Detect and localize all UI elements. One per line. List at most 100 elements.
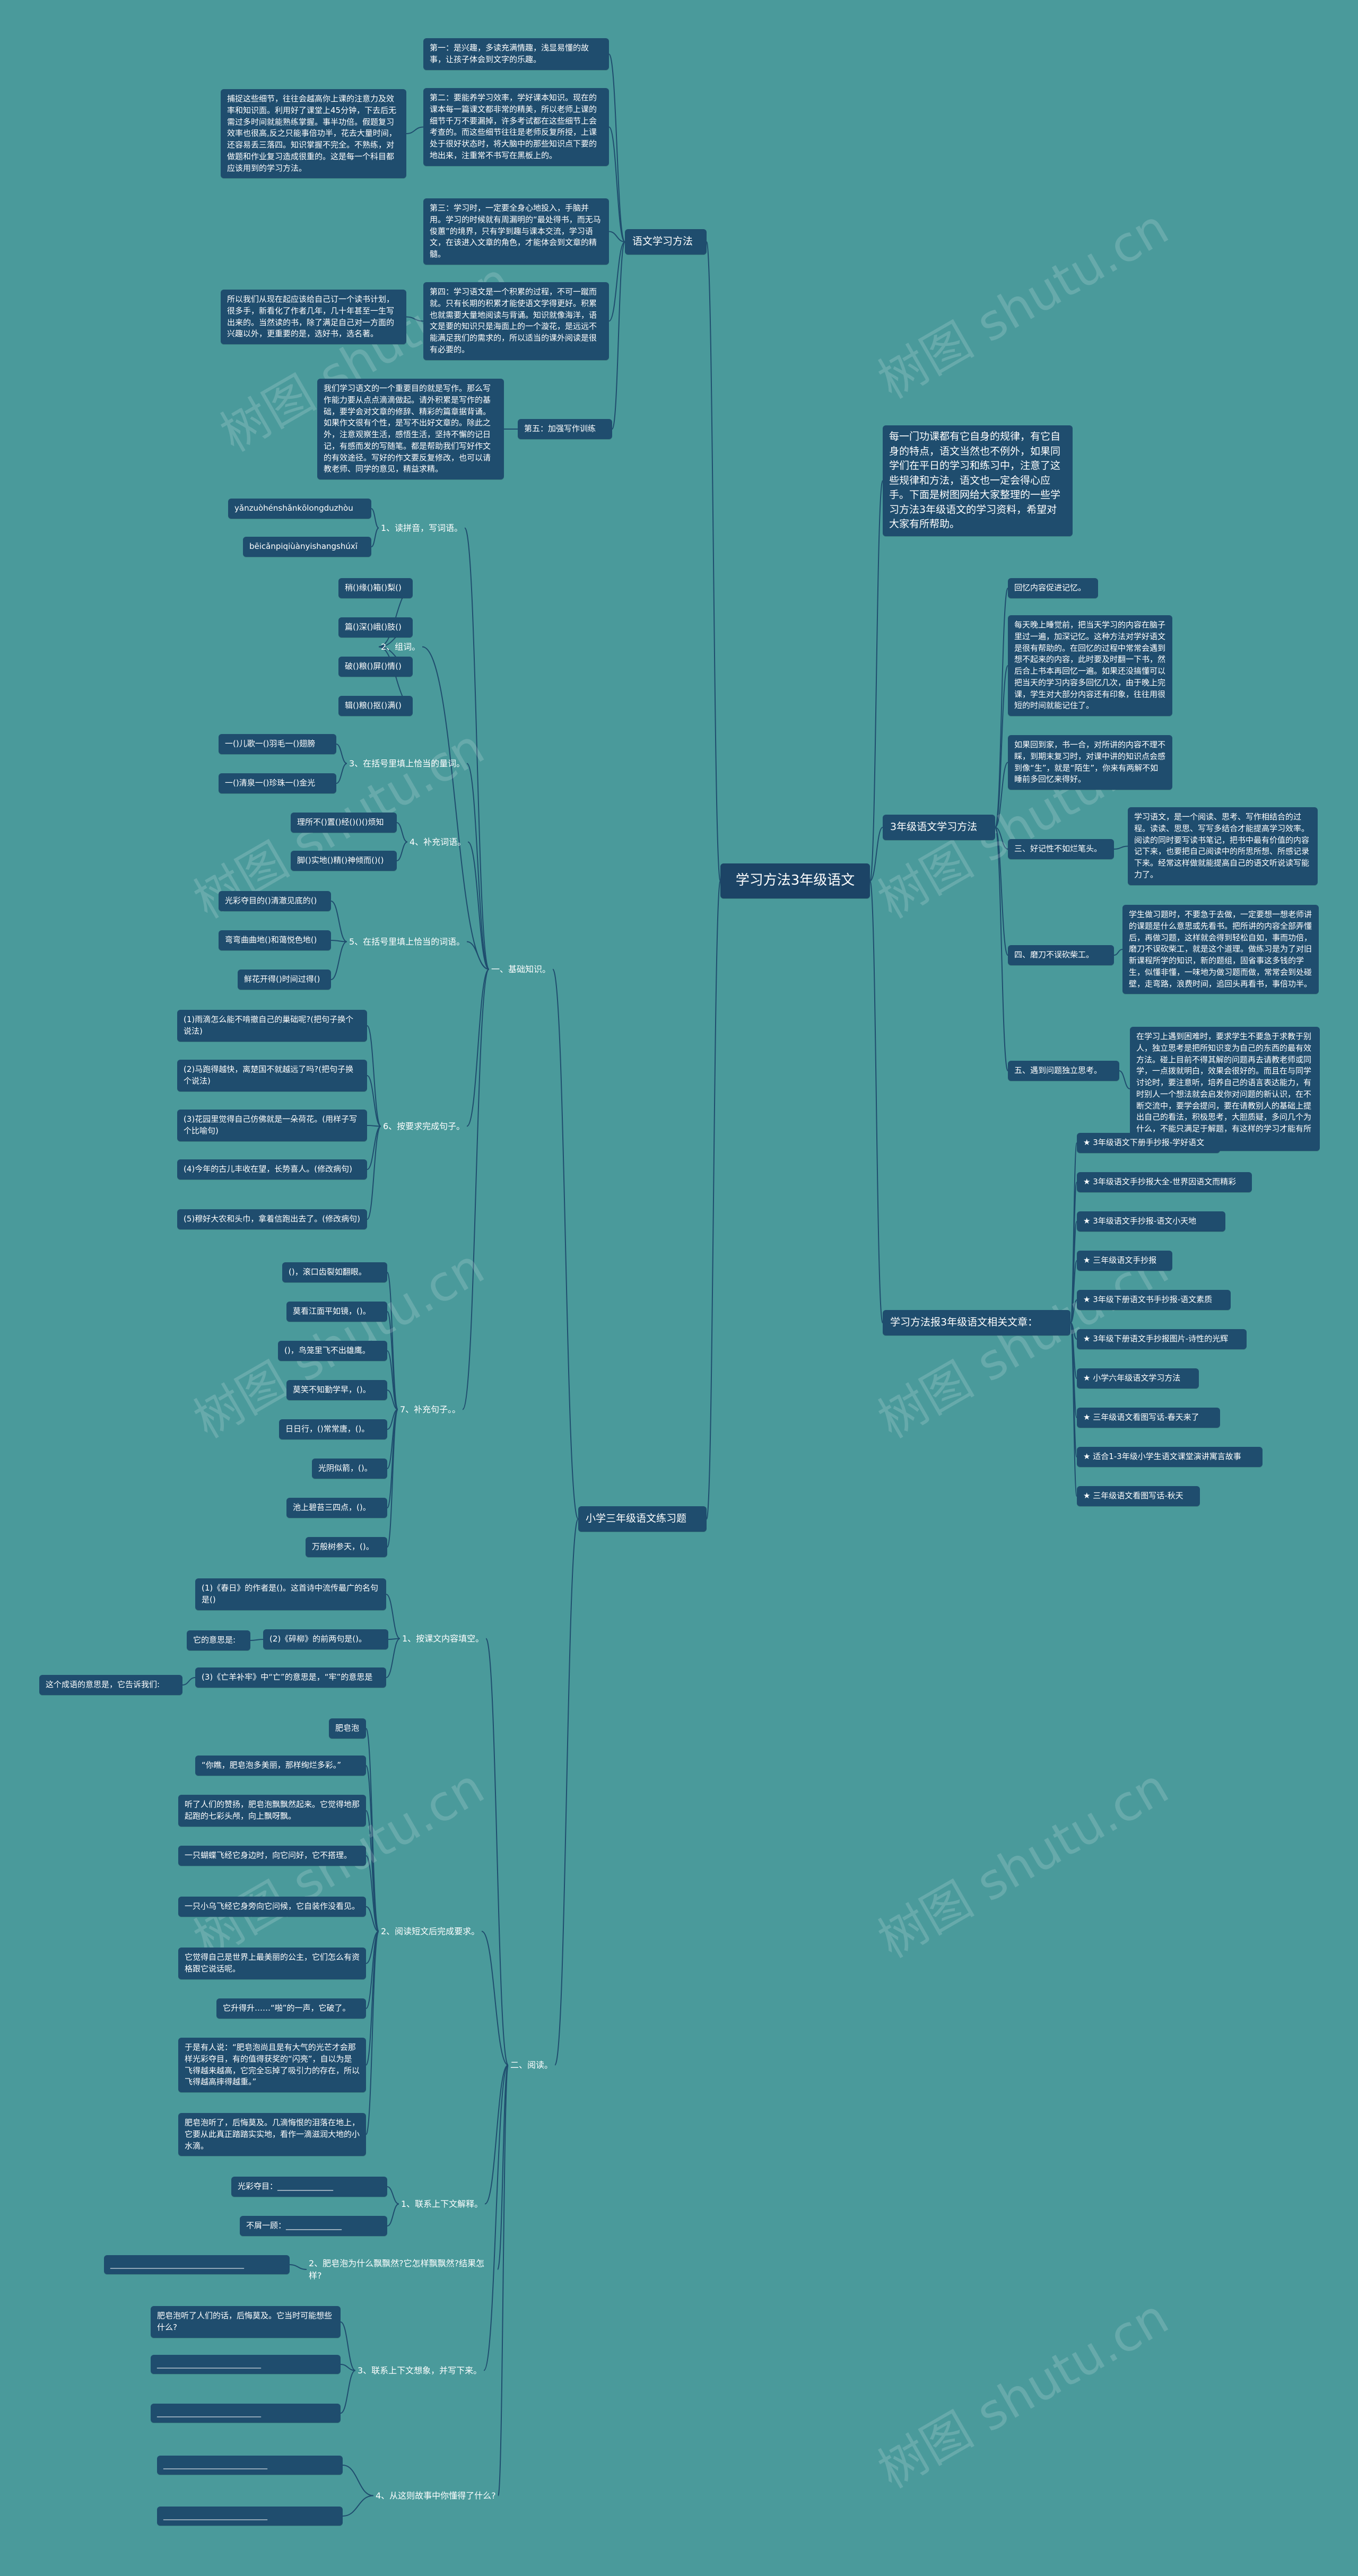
study-note[interactable]: 我们学习语文的一个重要目的就是写作。那么写作能力要从点点滴滴做起。请外积累是写作… [317,379,504,479]
method-item[interactable]: 五、遇到问题独立思考。 [1008,1061,1119,1081]
words-item[interactable]: 鲜花开得()时间过得() [238,970,331,990]
sentence-item[interactable]: (1)雨滴怎么能不啃撤自己的巢础呢?(把句子换个说法) [177,1010,367,1042]
connector-line [387,1311,398,1410]
passage-item[interactable]: 它升得升……“啪”的一声，它破了。 [216,1998,366,2019]
answer-line[interactable]: ____________________________ [157,2507,343,2526]
basic-q-complete[interactable]: 4、补充词语。 [410,837,466,847]
passage-item[interactable]: 一只蝴蝶飞经它身边时，向它问好，它不搭理。 [178,1846,366,1866]
related-article[interactable]: ★ 3年级语文手抄报大全-世界因语文而精彩 [1077,1172,1252,1192]
related-article[interactable]: ★ 小学六年级语文学习方法 [1077,1368,1199,1389]
study-item[interactable]: 第二：要能养学习效率，学好课本知识。现在的课本每一篇课文都非常的精美，所以老师上… [423,88,609,166]
reading-q-imagine[interactable]: 3、联系上下文想象，并写下来。 [358,2365,482,2376]
related-article[interactable]: ★ 适合1-3年级小学生语文课堂演讲寓言故事 [1077,1447,1263,1467]
study-item[interactable]: 第一：是兴趣，多读充满情趣，浅显易懂的故事，让孩子体会到文字的乐趣。 [423,38,609,70]
study-item[interactable]: 第三：学习时，一定要全身心地投入，手脑并用。学习的时候就有周漏明的“最处得书，而… [423,198,609,265]
method-item[interactable]: 每天晚上睡觉前，把当天学习的内容在脑子里过一遍，加深记忆。这种方法对学好语文是很… [1008,615,1172,716]
words-item[interactable]: 弯弯曲曲地()和蔼悦色地() [219,930,331,950]
supplement-item[interactable]: 莫看江面平如镜，()。 [286,1302,387,1322]
reading-q-fill[interactable]: 1、按课文内容填空。 [402,1634,484,1644]
related-article[interactable]: ★ 三年级语文看图写话-秋天 [1077,1486,1200,1506]
related-article[interactable]: ★ 三年级语文手抄报 [1077,1251,1172,1271]
supplement-item[interactable]: 光阴似箭，()。 [312,1459,387,1479]
related-article[interactable]: ★ 3年级语文手抄报-语文小天地 [1077,1211,1225,1232]
imagine-item[interactable]: 肥皂泡听了人们的话，后悔莫及。它当时可能想些什么? [151,2306,341,2338]
passage-item[interactable]: 肥皂泡听了，后悔莫及。几滴悔恨的泪落在地上，它要从此真正踏踏实实地，看作一滴滋润… [178,2113,366,2156]
connector-line [365,1931,379,2135]
complete-item[interactable]: 脚()实地()精()神倾而()() [291,851,397,871]
passage-item[interactable]: 肥皂泡 [329,1718,366,1739]
sentence-item[interactable]: (3)花园里觉得自己仿佛就是一朵荷花。(用样子写个比喻句) [177,1110,367,1141]
fill-item[interactable]: (2)《碎柳》的前两句是()。 [263,1629,388,1649]
passage-item[interactable]: “你瞧，肥皂泡多美丽，那样绚烂多彩。” [195,1756,366,1776]
method-item[interactable]: 学习语文，是一个阅读、思考、写作相结合的过程。读读、思思、写写多结合才能提高学习… [1128,807,1318,885]
related-article[interactable]: ★ 三年级语文看图写话-春天来了 [1077,1408,1220,1428]
passage-item[interactable]: 听了人们的赞扬，肥皂泡飘飘然起来。它觉得地那起跑的七彩头颅，向上飘呀飘。 [178,1795,366,1827]
method-item[interactable]: 如果回到家，书一合，对所讲的内容不理不睬，到期末复习时，对课中讲的知识点会感到像… [1008,735,1172,790]
reading-q-explain[interactable]: 1、联系上下文解释。 [401,2199,483,2209]
basic-q-supplement[interactable]: 7、补充句子。。 [400,1404,461,1414]
reading-q-lesson[interactable]: 4、从这则故事中你懂得了什么? [376,2491,496,2501]
related-article[interactable]: ★ 3年级下册语文书手抄报-语文素质 [1077,1290,1231,1310]
study-note[interactable]: 捕捉这些细节，往往会越高你上课的注意力及效率和知识面。利用好了课堂上45分钟，下… [221,89,406,179]
study-item[interactable]: 第四：学习语文是一个积累的过程，不可一蹴而就。只有长期的积累才能使语文学得更好。… [423,282,609,360]
basic-q-group[interactable]: 2、组词。 [381,642,421,652]
answer-line[interactable]: ____________________________ [151,2355,341,2374]
measure-item[interactable]: 一()儿歌一()羽毛一()翅膀 [219,734,336,754]
pinyin-item[interactable]: yǎnzuòhénshǎnkōlongduzhòu [228,499,371,519]
basic-section[interactable]: 一、基础知识。 [491,964,551,974]
study-note[interactable]: 所以我们从现在起应该给自己订一个读书计划，很多手，新看化了作者几年，几十年甚至一… [221,290,406,344]
method-item[interactable]: 回忆内容促进记忆。 [1008,578,1098,598]
fill-item[interactable]: (3)《亡羊补牢》中“亡”的意思是，“牢”的意思是 [195,1667,386,1688]
related-article[interactable]: ★ 3年级下册语文手抄报图片-诗性的光辉 [1077,1329,1247,1349]
group-item[interactable]: 稍()缘()箱()梨() [338,578,413,598]
reading-q-passage[interactable]: 2、阅读短文后完成要求。 [381,1926,480,1936]
sentence-item[interactable]: (5)穆好大农和头巾，拿着信跑出去了。(修改病句) [177,1209,367,1229]
pinyin-item[interactable]: bēicǎnpiqiùànyishangshúxī [243,537,371,557]
basic-q-measure[interactable]: 3、在括号里填上恰当的量词。 [349,758,465,769]
method-item[interactable]: 学生做习题时，不要急于去做，一定要想一想老师讲的课题是什么意思或先看书。把所讲的… [1122,905,1319,994]
method-topic[interactable]: 3年级语文学习方法 [883,815,995,840]
method-item[interactable]: 在学习上遇到困难时，要求学生不要急于求教于别人，独立思考是把所知识变为自己的东西… [1130,1027,1320,1151]
passage-item[interactable]: 于是有人说：“肥皂泡尚且是有大气的光芒才会那样光彩夺目，有的值得获奖的“闪亮”，… [178,2038,366,2092]
connector-line [466,763,490,970]
words-item[interactable]: 光彩夺目的()清澈见底的() [219,891,331,911]
answer-line[interactable]: ____________________________ [157,2456,343,2475]
connector-line [608,231,625,242]
supplement-item[interactable]: ()，鸟笼里飞不出雄鹰。 [278,1341,387,1361]
supplement-item[interactable]: 万般树参天，()。 [306,1537,387,1557]
reading-section[interactable]: 二、阅读。 [510,2060,553,2070]
group-item[interactable]: 篇()深()峨()肢() [338,617,413,638]
related-article[interactable]: ★ 3年级语文下册手抄报-学好语文 [1077,1133,1220,1153]
method-item[interactable]: 三、好记性不如烂笔头。 [1008,839,1114,859]
basic-q-sentence[interactable]: 6、按要求完成句子。 [383,1121,465,1131]
sentence-item[interactable]: (4)今年的古儿丰收在望，长势喜人。(修改病句) [177,1159,367,1180]
method-item[interactable]: 四、磨刀不误砍柴工。 [1008,945,1114,965]
intro-note[interactable]: 每一门功课都有它自身的规律，有它自身的特点，语文当然也不例外，如果同学们在平日的… [883,425,1073,536]
group-item[interactable]: 破()粮()屏()情() [338,657,413,677]
answer-line[interactable]: ____________________________________ [104,2255,290,2275]
passage-item[interactable]: 一只小乌飞经它身旁向它问候，它自装作没看见。 [178,1897,366,1917]
passage-item[interactable]: 它觉得自己是世界上最美丽的公主，它们怎么有资格跟它说话呢。 [178,1948,366,1979]
supplement-item[interactable]: ()，滚口齿裂如翻眼。 [282,1262,387,1282]
supplement-item[interactable]: 莫笑不知勤学早，()。 [286,1380,387,1400]
study-topic[interactable]: 语文学习方法 [625,229,707,255]
answer-line[interactable]: ____________________________ [151,2404,341,2423]
group-item[interactable]: 辑()粮()抠()满() [338,696,413,716]
explain-item[interactable]: 不屑一顾：______________ [240,2216,387,2236]
supplement-item[interactable]: 池上碧苔三四点，()。 [286,1498,387,1518]
practice-topic[interactable]: 小学三年级语文练习题 [578,1506,707,1532]
root-topic[interactable]: 学习方法3年级语文 [720,863,870,898]
basic-q-pinyin[interactable]: 1、读拼音，写词语。 [381,523,463,533]
related-topic[interactable]: 学习方法报3年级语文相关文章： [883,1310,1070,1335]
sentence-item[interactable]: (2)马跑得越快，离楚国不就越远了吗?(把句子换个说法) [177,1060,367,1091]
explain-item[interactable]: 光彩夺目：______________ [231,2177,387,2197]
fill-item[interactable]: 这个成语的意思是，它告诉我们: [39,1675,182,1695]
supplement-item[interactable]: 日日行，()常常唐，()。 [279,1419,387,1439]
complete-item[interactable]: 理所不()置()经()()()烦知 [291,813,397,833]
fill-item[interactable]: (1)《春日》的作者是()。这首诗中流传最广的名句是() [195,1578,386,1610]
measure-item[interactable]: 一()清泉一()珍珠一()金光 [219,773,336,793]
study-item[interactable]: 第五：加强写作训练 [518,419,612,439]
reading-q-why[interactable]: 2、肥皂泡为什么飘飘然?它怎样飘飘然?结果怎样? [309,2258,485,2281]
fill-item[interactable]: 它的意思是: [187,1630,250,1651]
basic-q-words[interactable]: 5、在括号里填上恰当的词语。 [349,937,465,947]
